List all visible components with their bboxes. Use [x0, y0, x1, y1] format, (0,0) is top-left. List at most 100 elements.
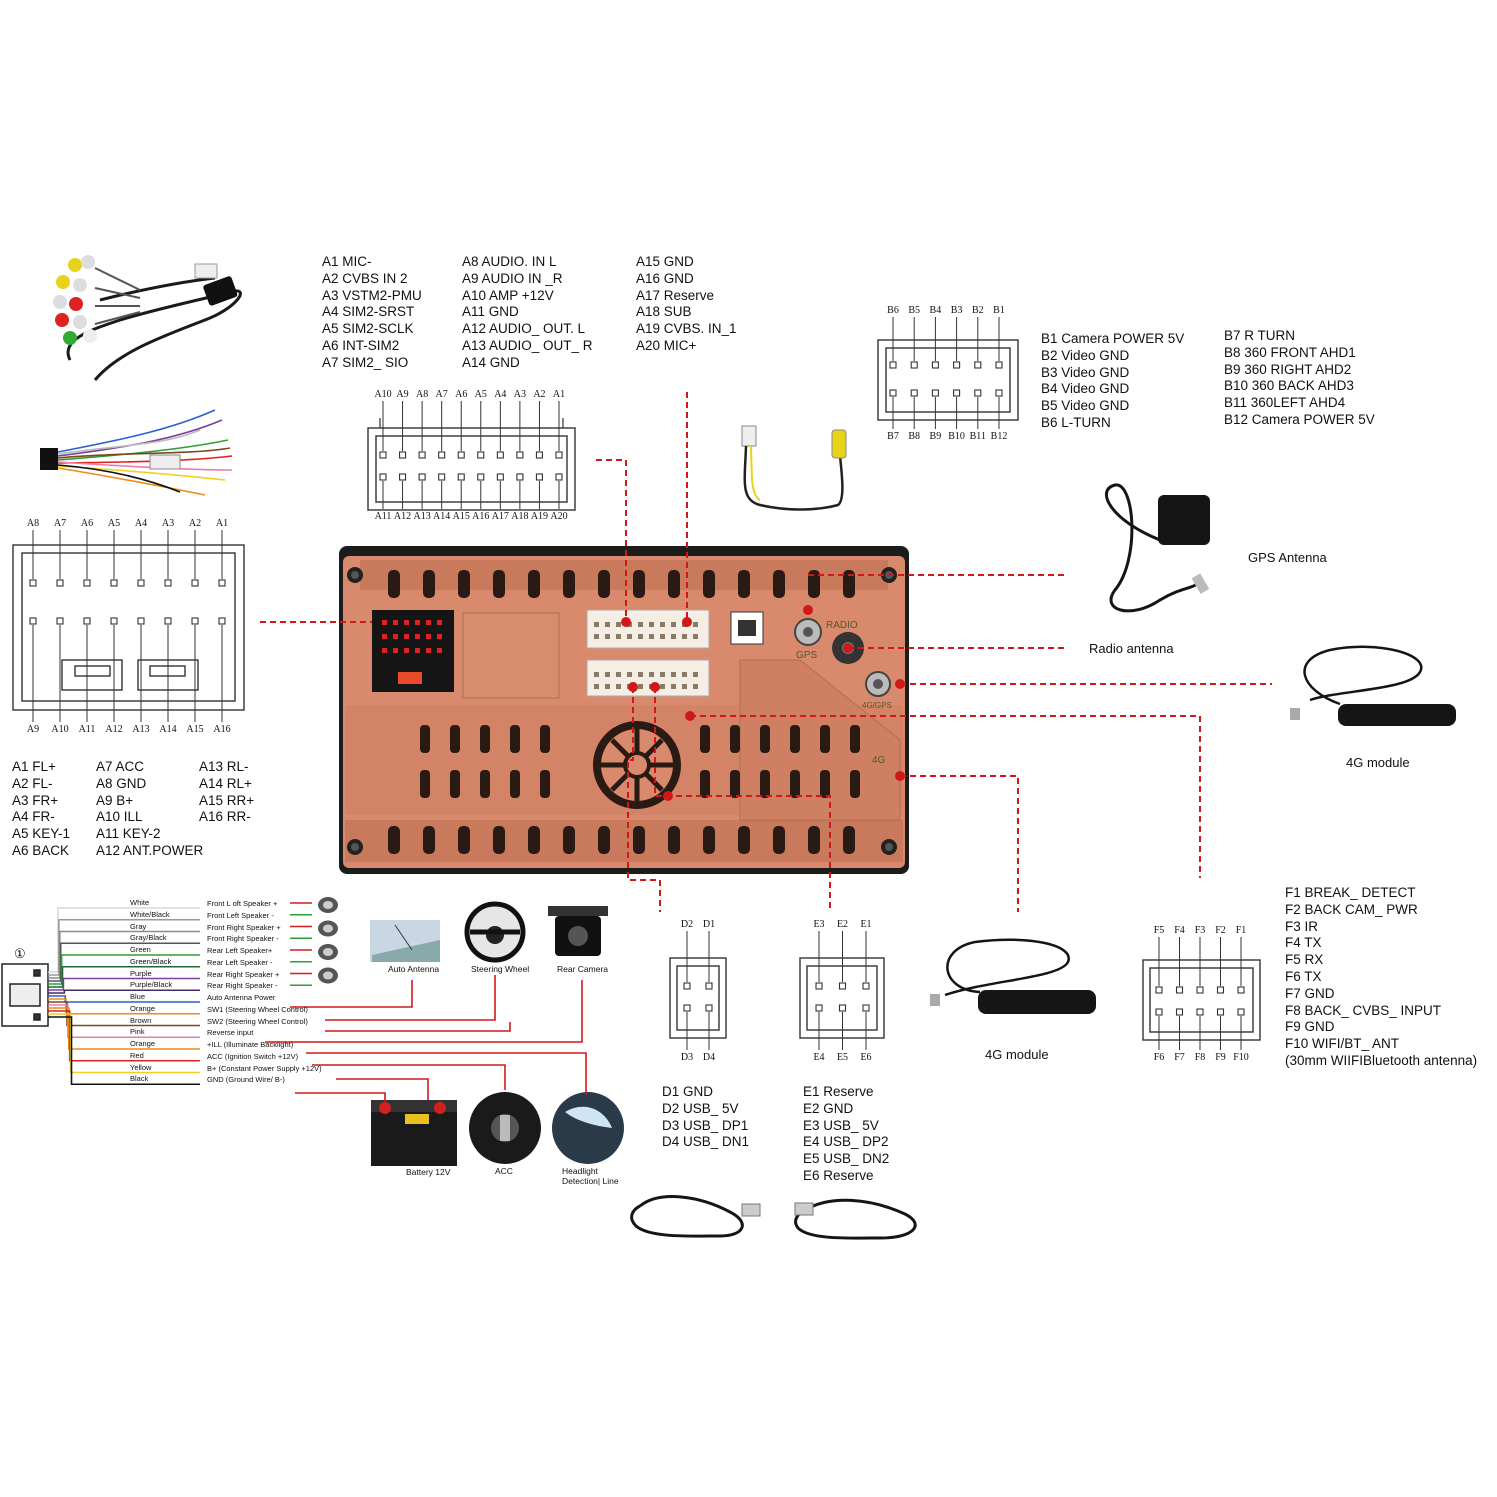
pin-cell [995, 389, 1003, 397]
wire-color-label: Purple/Black [130, 980, 173, 990]
vent-slot [820, 770, 830, 798]
e-item: E5 USB_ DN2 [803, 1151, 890, 1167]
b-item: B9 360 RIGHT AHD2 [1224, 361, 1352, 377]
harness-connector [1, 963, 49, 1027]
pin-label: A6 [80, 518, 94, 529]
harness-wire [48, 1013, 200, 1074]
wire-function-label: ACC (Ignition Switch +12V) [207, 1051, 299, 1061]
vent-slot [598, 570, 610, 598]
pin-label: B6 [887, 305, 899, 316]
rear-camera-icon [548, 906, 608, 956]
rear-camera-caption: Rear Camera [557, 964, 609, 974]
socket-pin [682, 634, 687, 639]
f-item: (30mm WIIFIBluetooth antenna) [1285, 1052, 1478, 1068]
iso-pin [393, 634, 398, 639]
connector-a-top [367, 418, 576, 511]
pin-label: A10 [51, 724, 69, 735]
leader-dots [621, 605, 905, 801]
pin-cell [815, 1004, 823, 1012]
wire-function-label: Front Left Speaker - [207, 910, 274, 920]
pin-label: D2 [680, 919, 694, 930]
socket-pin [671, 622, 676, 627]
harness-wire [48, 1007, 200, 1050]
socket-pin [638, 634, 643, 639]
a-left-item: A14 RL+ [199, 775, 252, 791]
wire-color-label: Brown [130, 1015, 152, 1025]
a-left-item: A7 ACC [96, 759, 145, 774]
pin-label: F10 [1233, 1052, 1249, 1063]
pin-cell [995, 361, 1003, 369]
vent-slot [790, 725, 800, 753]
speaker-icon-cone [323, 901, 333, 909]
a-left-item: A16 RR- [199, 809, 251, 825]
pin-label: B10 [948, 431, 965, 442]
pin-cell [29, 617, 37, 625]
socket-pin [671, 672, 676, 677]
speaker-icon-cone [323, 948, 333, 956]
gps-antenna-caption: GPS Antenna [1248, 550, 1327, 565]
socket-pin [594, 634, 599, 639]
a-top-item: A9 AUDIO IN _R [462, 270, 563, 286]
rca-cable-illustration [53, 255, 242, 381]
a-top-item: A8 AUDIO. IN L [462, 254, 557, 269]
pin-cell [974, 389, 982, 397]
a-left-item: A11 KEY-2 [96, 826, 161, 842]
f-item: F9 GND [1285, 1019, 1335, 1035]
iso-pin [415, 634, 420, 639]
steering-wheel-icon [464, 901, 526, 963]
speaker-icon-cone [323, 971, 333, 980]
vent-slot [700, 725, 710, 753]
pin-cell [953, 361, 961, 369]
pin-cell [137, 617, 145, 625]
pin-cell [555, 451, 563, 459]
harness-wire [48, 918, 200, 976]
pin-cell [1155, 986, 1163, 994]
iso-pin [426, 634, 431, 639]
vent-slot [760, 725, 770, 753]
wire-function-label: Front L oft Speaker + [207, 899, 278, 908]
socket-pin [649, 672, 654, 677]
pin-label: A1 [215, 518, 229, 529]
a-top-item: A5 SIM2-SCLK [322, 321, 414, 337]
socket-pin [671, 634, 676, 639]
socket-pin [616, 672, 621, 677]
harness-wire [48, 1016, 200, 1086]
pin-cell [535, 451, 543, 459]
harness-wire [48, 907, 200, 973]
vent-slot [730, 725, 740, 753]
pin-label: A14 [159, 724, 177, 735]
pin-label: A13 [413, 511, 431, 522]
f-item: F2 BACK CAM_ PWR [1285, 901, 1418, 917]
wire-function-label: Rear Left Speaker+ [207, 946, 273, 955]
leader-lines [260, 392, 1272, 912]
pin-label: B3 [950, 305, 963, 316]
pin-label: F3 [1194, 925, 1206, 936]
vent-slot [820, 725, 830, 753]
a-left-item: A5 KEY-1 [12, 826, 71, 842]
pin-label: A8 [26, 518, 40, 529]
e-item: E1 Reserve [803, 1084, 874, 1099]
socket-pin [605, 622, 610, 627]
vent-slot [450, 725, 460, 753]
pin-label: B9 [929, 431, 942, 442]
wire-function-label: Rear Right Speaker + [207, 969, 280, 979]
pin-label: F4 [1174, 925, 1185, 936]
pin-cell [438, 473, 446, 481]
a-top-item: A13 AUDIO_ OUT_ R [462, 337, 593, 353]
socket-pin [693, 622, 698, 627]
pin-cell [683, 1004, 691, 1012]
iso-pin [382, 634, 387, 639]
vent-slot [540, 725, 550, 753]
pin-cell [56, 579, 64, 587]
pin-label: B8 [908, 431, 921, 442]
harness-wire [48, 954, 200, 985]
socket-pin [682, 684, 687, 689]
vent-slot [493, 570, 505, 598]
f-item: F5 RX [1285, 952, 1324, 968]
wire-function-label: Rear Left Speaker - [207, 957, 273, 967]
pin-label: B12 [990, 431, 1008, 442]
pin-label: F6 [1153, 1052, 1165, 1063]
f-item: F4 TX [1285, 935, 1322, 951]
a-top-item: A12 AUDIO_ OUT. L [462, 321, 586, 337]
